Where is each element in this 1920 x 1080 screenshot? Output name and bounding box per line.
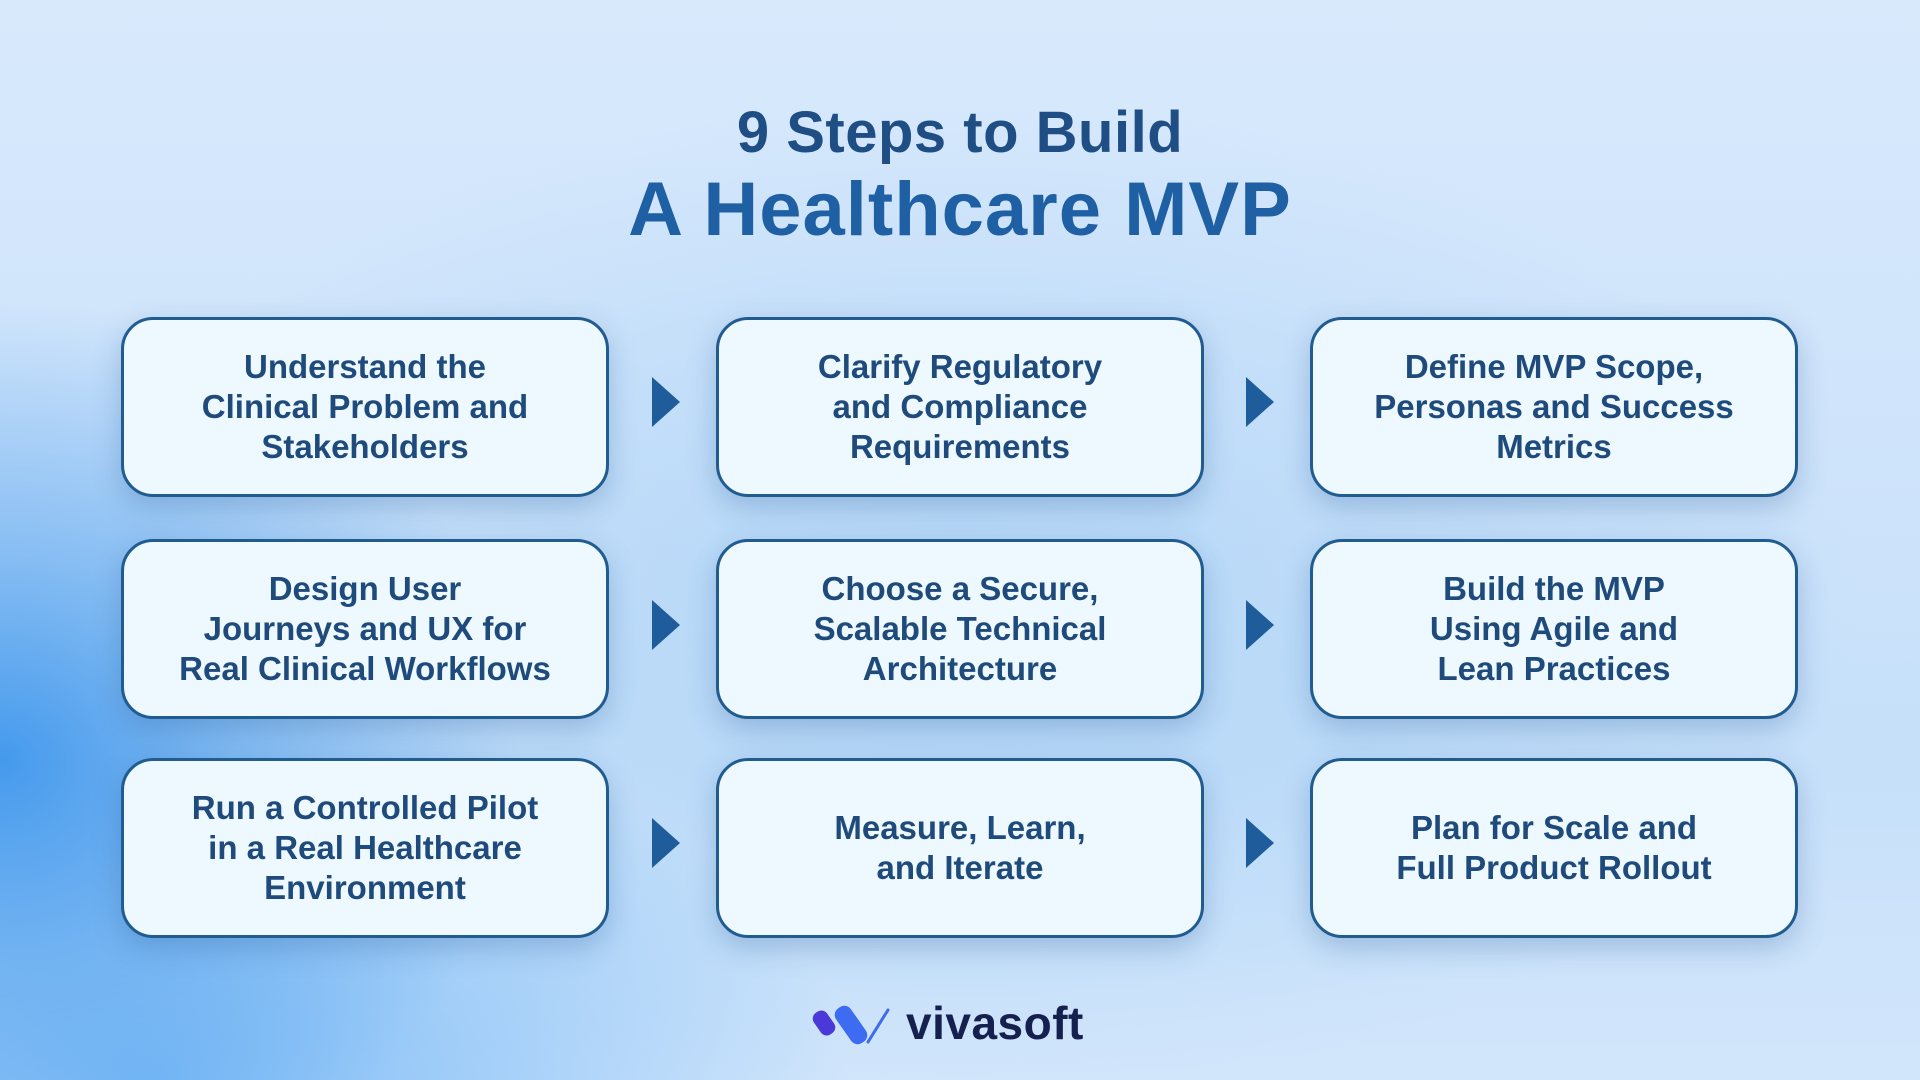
step-card-3: Define MVP Scope, Personas and Success M… [1310, 317, 1798, 497]
right-arrow-icon [652, 818, 680, 868]
step-text-line: Stakeholders [261, 428, 469, 465]
step-text-line: Environment [264, 869, 466, 906]
step-card-4: Design User Journeys and UX for Real Cli… [121, 539, 609, 719]
step-text-line: Understand the [243, 348, 487, 385]
step-text-line: Run a Controlled Pilot [191, 789, 539, 826]
step-text-line: Personas and Success [1374, 388, 1734, 425]
step-text-line: Clarify Regulatory [817, 348, 1103, 385]
step-text-line: in a Real Healthcare [208, 829, 522, 866]
step-text-line: Scalable Technical [813, 610, 1107, 647]
step-text-line: Build the MVP [1443, 570, 1665, 607]
step-text-line: Full Product Rollout [1396, 849, 1712, 886]
step-text-line: Design User [268, 570, 462, 607]
step-text-line: Choose a Secure, [821, 570, 1099, 607]
logo-text: vivasoft [906, 997, 1084, 1049]
step-text-line: Define MVP Scope, [1404, 348, 1704, 385]
step-text-line: Journeys and UX for [203, 610, 527, 647]
vivasoft-logo: vivasoft [812, 998, 1084, 1048]
step-card-9: Plan for Scale and Full Product Rollout [1310, 758, 1798, 938]
page-title: 9 Steps to Build A Healthcare MVP [0, 98, 1920, 252]
step-text-line: Clinical Problem and [201, 388, 529, 425]
right-arrow-icon [652, 600, 680, 650]
step-text-line: Metrics [1496, 428, 1612, 465]
step-text-line: and Iterate [876, 849, 1044, 886]
step-card-7: Run a Controlled Pilot in a Real Healthc… [121, 758, 609, 938]
step-card-8: Measure, Learn, and Iterate [716, 758, 1204, 938]
right-arrow-icon [1246, 600, 1274, 650]
title-line-2: A Healthcare MVP [628, 167, 1292, 252]
step-text-line: and Compliance [832, 388, 1088, 425]
vivasoft-logo-icon [812, 1005, 890, 1045]
step-card-6: Build the MVP Using Agile and Lean Pract… [1310, 539, 1798, 719]
step-text-line: Plan for Scale and [1410, 809, 1698, 846]
step-text-line: Requirements [849, 428, 1071, 465]
right-arrow-icon [652, 377, 680, 427]
step-card-5: Choose a Secure, Scalable Technical Arch… [716, 539, 1204, 719]
step-text-line: Real Clinical Workflows [179, 650, 551, 687]
step-text-line: Architecture [862, 650, 1058, 687]
right-arrow-icon [1246, 818, 1274, 868]
step-card-2: Clarify Regulatory and Compliance Requir… [716, 317, 1204, 497]
right-arrow-icon [1246, 377, 1274, 427]
title-line-1: 9 Steps to Build [736, 100, 1184, 165]
step-text-line: Using Agile and [1429, 610, 1679, 647]
step-text-line: Lean Practices [1437, 650, 1671, 687]
step-text-line: Measure, Learn, [834, 809, 1086, 846]
step-card-1: Understand the Clinical Problem and Stak… [121, 317, 609, 497]
